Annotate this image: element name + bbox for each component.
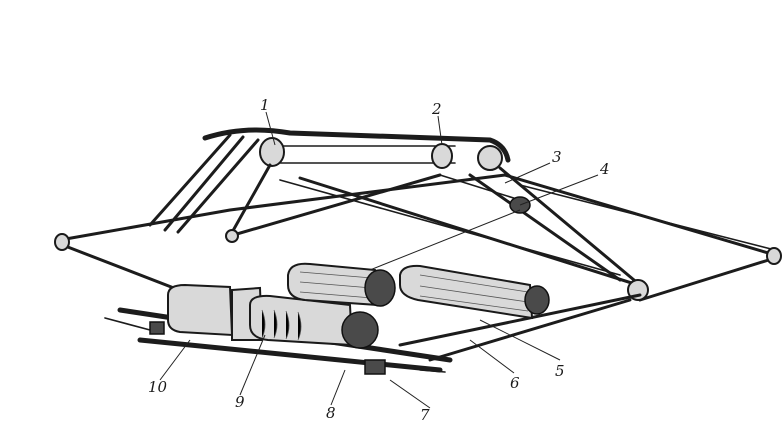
cross-braces <box>225 163 642 287</box>
contact-shoe <box>54 173 782 304</box>
brace-joint <box>225 229 239 243</box>
callout-4: 4 <box>599 160 610 178</box>
upper-pivot-right <box>431 143 453 169</box>
base-bracket-right <box>364 359 386 375</box>
shoe-end-left <box>54 233 70 251</box>
callout-7: 7 <box>420 406 430 423</box>
callout-1: 1 <box>260 96 270 114</box>
callout-6: 6 <box>510 374 520 392</box>
drums <box>167 262 550 349</box>
upper-hinge <box>477 145 503 171</box>
callout-9: 9 <box>235 393 245 411</box>
callout-5: 5 <box>555 362 565 380</box>
callout-2: 2 <box>431 100 442 118</box>
callout-3: 3 <box>552 148 562 166</box>
shoe-end-right <box>766 247 782 265</box>
cylinder-end-cap <box>364 269 396 307</box>
callout-labels: 1 2 3 4 5 6 7 8 9 10 <box>148 96 610 423</box>
drum-gear <box>341 311 379 349</box>
base-bracket-left <box>149 321 165 335</box>
upper-pivot-left <box>259 137 285 167</box>
leader-lines <box>159 111 599 409</box>
callout-10: 10 <box>148 378 168 396</box>
cylinder-end-cap-right <box>524 285 550 315</box>
upper-frame <box>148 127 511 234</box>
callout-8: 8 <box>326 404 336 422</box>
